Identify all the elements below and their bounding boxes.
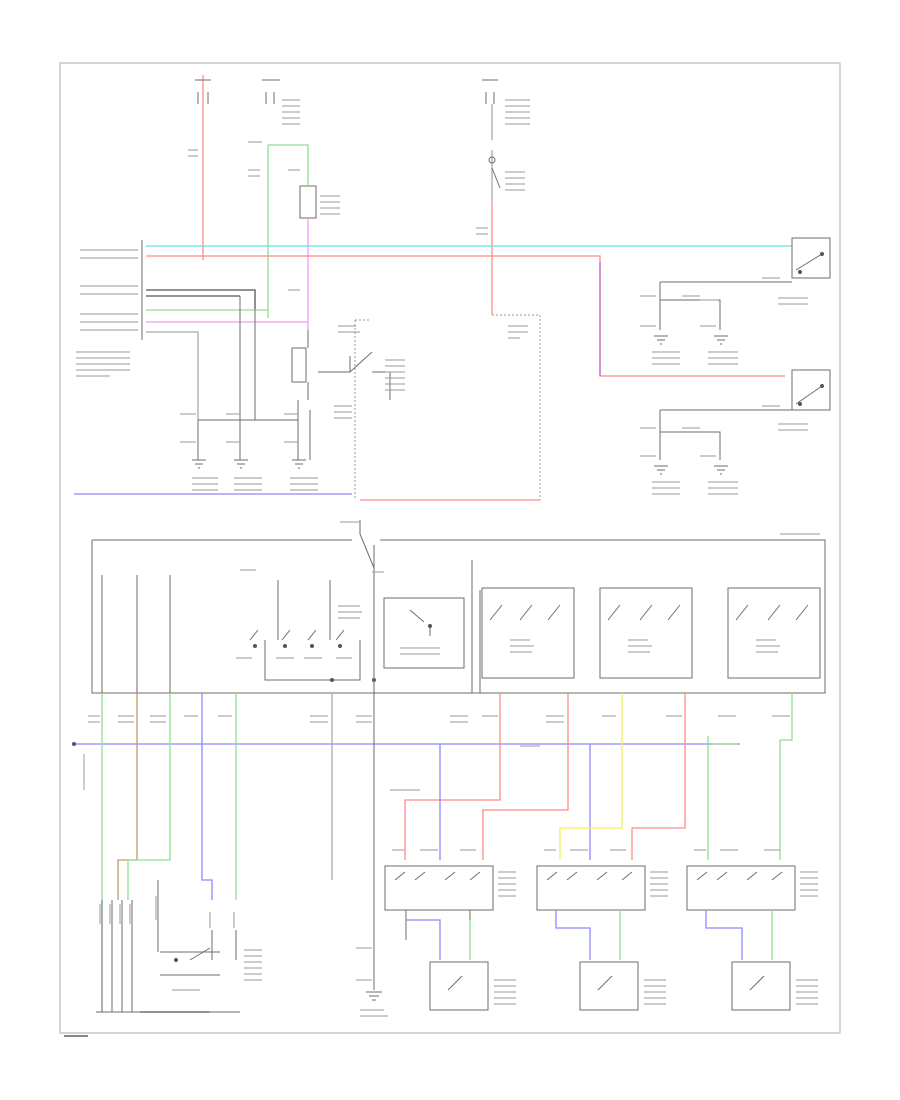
relay-switch-center [291, 325, 405, 419]
wire-red-trunk [146, 255, 785, 377]
ground-drops-left [180, 296, 318, 491]
fuse-feed-center-left [248, 79, 309, 318]
ground-center [331, 580, 388, 1017]
fuse-feed-left [188, 75, 211, 260]
actuator-module-3 [686, 849, 818, 1011]
lower-left-harness [96, 693, 262, 1013]
module-feed-wires [390, 693, 793, 860]
unit-pin-ticks [83, 715, 790, 790]
fuse-feed-center [476, 79, 530, 315]
main-control-unit [91, 520, 826, 694]
connector-block-left [76, 240, 143, 377]
switch-top-right [640, 237, 831, 365]
wire-black-1 [146, 289, 256, 310]
diagram-frame [59, 62, 841, 1034]
actuator-module-2 [536, 849, 668, 1011]
module-box-center [354, 314, 541, 501]
switch-bottom-right [640, 369, 831, 495]
relay-top-left [288, 169, 340, 330]
wire-gray-1 [146, 331, 199, 420]
actuator-module-1 [384, 849, 516, 1011]
